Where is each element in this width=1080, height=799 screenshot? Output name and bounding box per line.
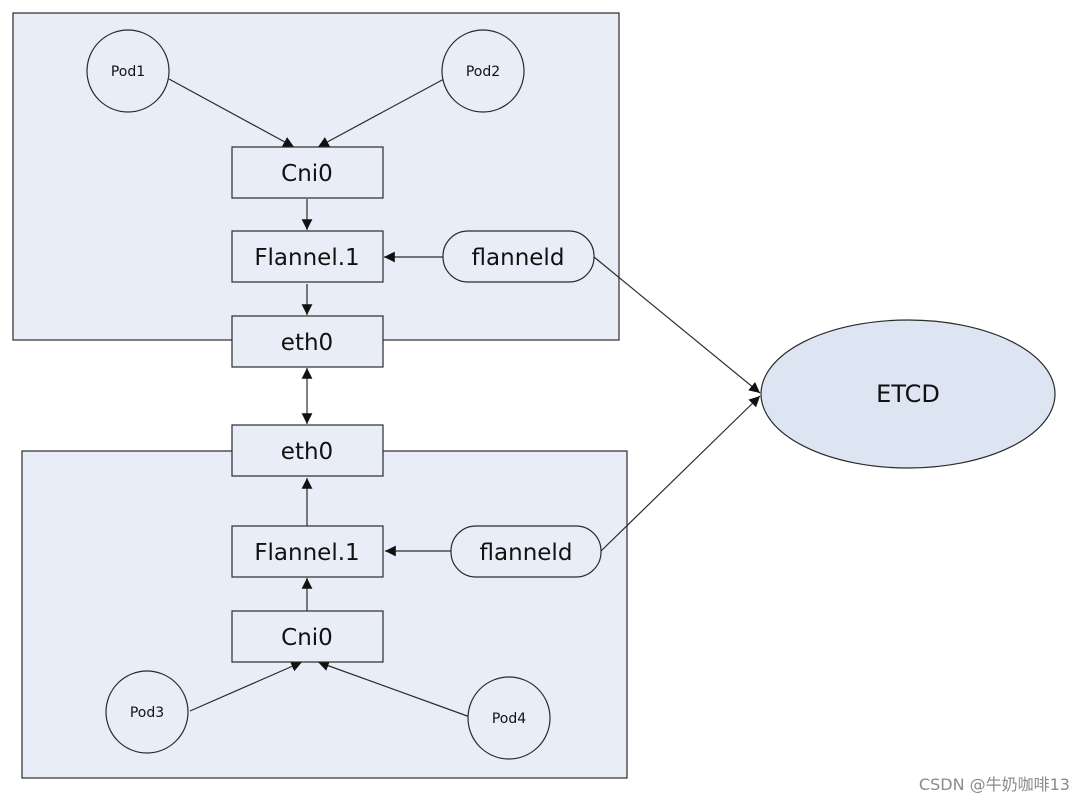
- flanneld-pill-b: [450, 525, 602, 578]
- pod3-node: [105, 670, 189, 754]
- eth0-label-b: eth0: [281, 439, 333, 465]
- etcd-node: [760, 319, 1056, 469]
- eth0-box-a: [231, 315, 384, 368]
- flanneld-pill-a: [442, 230, 595, 283]
- pod3-label: Pod3: [130, 705, 164, 721]
- flannel-label-a: Flannel.1: [254, 245, 359, 271]
- pod1-node: [86, 29, 170, 113]
- pod4-node: [467, 676, 551, 760]
- flanneld-label-b: flanneld: [480, 540, 573, 566]
- cni0-box-a: [231, 146, 384, 199]
- cni0-box-b: [231, 610, 384, 663]
- flannel-label-b: Flannel.1: [254, 540, 359, 566]
- edge-pod4-cni0: [317, 660, 471, 718]
- eth0-box-b: [231, 424, 384, 477]
- edge-flanneld-b-etcd: [600, 395, 761, 552]
- flannel-box-a: [231, 230, 384, 283]
- pod4-label: Pod4: [492, 711, 526, 727]
- flannel-box-b: [231, 525, 384, 578]
- pod2-label: Pod2: [466, 64, 500, 80]
- cni0-label-b: Cni0: [281, 625, 333, 651]
- pod2-node: [441, 29, 525, 113]
- cni0-label-a: Cni0: [281, 161, 333, 187]
- pod1-label: Pod1: [111, 64, 145, 80]
- edge-flanneld-a-etcd: [593, 256, 761, 394]
- flanneld-label-a: flanneld: [472, 245, 565, 271]
- etcd-label: ETCD: [876, 380, 940, 408]
- edge-pod2-cni0: [317, 78, 445, 148]
- edge-pod3-cni0: [189, 661, 303, 712]
- edge-pod1-cni0: [168, 78, 295, 148]
- eth0-label-a: eth0: [281, 330, 333, 356]
- watermark-text: CSDN @牛奶咖啡13: [918, 775, 1070, 794]
